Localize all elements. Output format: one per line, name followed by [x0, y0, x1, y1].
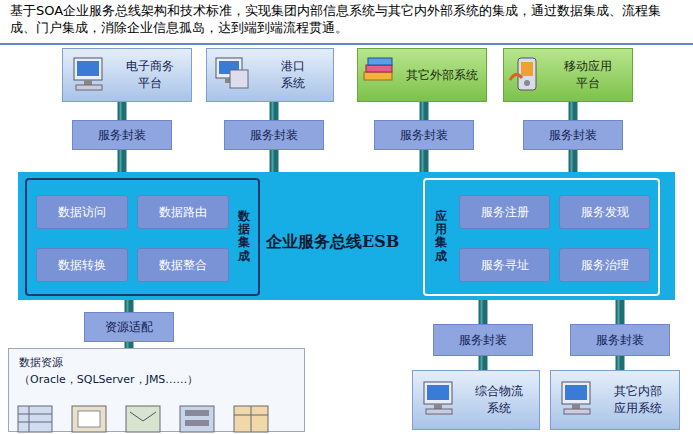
item-box: 数据整合: [137, 248, 229, 282]
item-box: 服务寻址: [459, 248, 550, 282]
sys-box: 港口系统: [206, 48, 334, 102]
node-label: 服务封装: [596, 332, 644, 349]
node-label: 数据路由: [159, 204, 207, 221]
pipe-connector: [479, 356, 488, 370]
pipe-connector: [420, 102, 429, 120]
pipe-connector: [616, 300, 625, 324]
node-label: 服务寻址: [481, 257, 529, 274]
pipe-highlight: [481, 356, 483, 370]
node-label: 电子商务平台: [124, 58, 176, 92]
pipe-connector: [420, 150, 429, 172]
node-label: 资源适配: [105, 319, 153, 336]
sys-box: 综合物流系统: [412, 370, 540, 430]
pipe-highlight: [571, 102, 573, 120]
wrap-box: 服务封装: [523, 120, 623, 150]
node-label: 服务封装: [459, 332, 507, 349]
pipe-highlight: [618, 356, 620, 370]
pipe-connector: [616, 356, 625, 370]
item-box: 数据访问: [36, 195, 128, 229]
database-icon: [234, 406, 268, 432]
pipe-connector: [118, 102, 127, 120]
wrap-box: 服务封装: [224, 120, 324, 150]
heading: 基于SOA企业服务总线架构和技术标准，实现集团内部信息系统与其它内外部系统的集成…: [10, 2, 686, 36]
node-label: 数据整合: [159, 257, 207, 274]
wrap-box: 服务封装: [72, 120, 172, 150]
pipe-connector: [569, 102, 578, 120]
node-label: 服务封装: [98, 127, 146, 144]
pipe-highlight: [127, 300, 129, 312]
pipe-highlight: [481, 300, 483, 324]
node-note: （Oracle，SQLServer，JMS……）: [19, 372, 294, 387]
wrap-box: 资源适配: [84, 312, 174, 342]
band-box: 企业服务总线ESB 数据集成 数据访问 数据路由数据转换 数据整合 应用集成 服务注册 服务发…: [18, 172, 675, 300]
item-box: 服务治理: [559, 248, 650, 282]
node-label: 数据转换: [58, 257, 106, 274]
books-icon: [364, 58, 392, 80]
grpL-box: 数据集成 数据访问 数据路由数据转换 数据整合: [25, 178, 260, 296]
sys-box: 其它内部应用系统: [550, 370, 680, 430]
grpR-box: 应用集成 服务注册 服务发现服务寻址 服务治理: [423, 178, 660, 296]
database-icon: [180, 406, 214, 432]
node-label: 应用集成: [435, 210, 447, 263]
phone-icon: [510, 58, 536, 90]
item-box: 数据转换: [36, 248, 128, 282]
pipe-connector: [125, 300, 134, 312]
pipe-connector: [118, 150, 127, 172]
node-label: 服务封装: [400, 127, 448, 144]
node-label: 数据集成: [238, 210, 250, 263]
pipe-connector: [569, 150, 578, 172]
node-label: 港口系统: [279, 58, 307, 92]
node-label: 数据访问: [58, 204, 106, 221]
computer-icon: [74, 58, 102, 90]
node-label: 企业服务总线ESB: [266, 232, 399, 253]
node-label: 服务治理: [581, 257, 629, 274]
database-icon: [18, 406, 52, 432]
pipe-highlight: [618, 300, 620, 324]
pipe-highlight: [272, 150, 274, 172]
item-box: 服务发现: [559, 195, 650, 229]
pipe-highlight: [571, 150, 573, 172]
node-label: 数据资源: [19, 355, 294, 370]
computer-icon: [562, 382, 590, 414]
ext-box: 移动应用平台: [503, 48, 633, 102]
node-label: 综合物流系统: [473, 383, 525, 417]
node-label: 服务封装: [549, 127, 597, 144]
heading-rule: [0, 43, 693, 45]
item-box: 服务注册: [459, 195, 550, 229]
ext-box: 其它外部系统: [357, 48, 487, 102]
pipe-highlight: [422, 150, 424, 172]
pipe-connector: [479, 300, 488, 324]
computer-icon: [216, 58, 248, 88]
wrap-box: 服务封装: [374, 120, 474, 150]
computer-icon: [424, 382, 452, 414]
item-box: 数据路由: [137, 195, 229, 229]
wrap-box: 服务封装: [433, 324, 533, 356]
pipe-connector: [270, 150, 279, 172]
pipe-connector: [270, 102, 279, 120]
database-icon: [72, 406, 106, 432]
node-label: 其它外部系统: [404, 67, 480, 84]
node-label: 移动应用平台: [562, 58, 614, 92]
node-label: 服务封装: [250, 127, 298, 144]
pipe-highlight: [422, 102, 424, 120]
pipe-highlight: [272, 102, 274, 120]
node-label: 服务发现: [581, 204, 629, 221]
wrap-box: 服务封装: [570, 324, 670, 356]
node-label: 服务注册: [481, 204, 529, 221]
node-label: 其它内部应用系统: [612, 383, 664, 417]
res-box: 数据资源 （Oracle，SQLServer，JMS……）: [8, 348, 305, 432]
pipe-highlight: [120, 150, 122, 172]
database-icon: [126, 406, 160, 432]
sys-box: 电子商务平台: [62, 48, 192, 102]
pipe-highlight: [120, 102, 122, 120]
